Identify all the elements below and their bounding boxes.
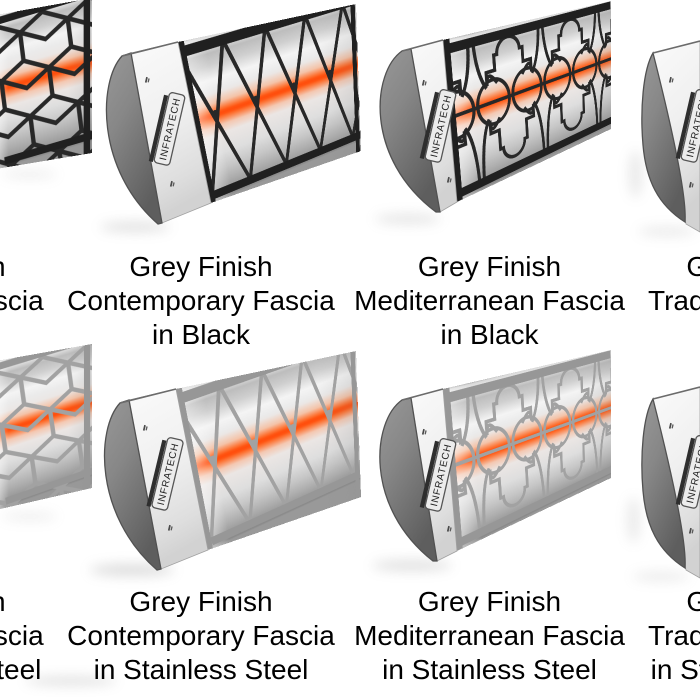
svg-text:INFRATECH: INFRATECH <box>156 442 182 507</box>
svg-text:INFRATECH: INFRATECH <box>158 97 183 162</box>
svg-text:INFRATECH: INFRATECH <box>685 440 700 505</box>
svg-text:INFRATECH: INFRATECH <box>685 94 700 159</box>
